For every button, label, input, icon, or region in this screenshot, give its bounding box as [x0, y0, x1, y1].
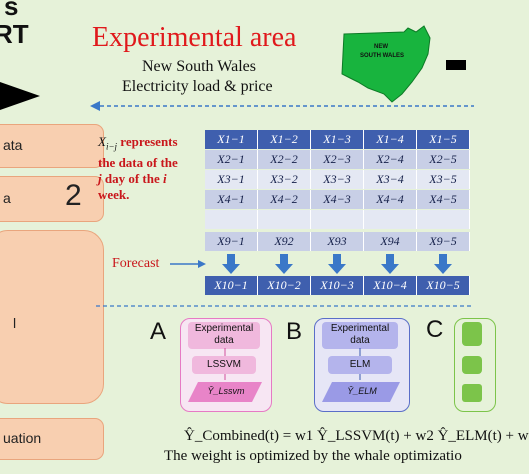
table-row: X1−1 X1−2 X1−3 X1−4 X1−5 [205, 130, 472, 149]
forecast-row: X10−1 X10−2 X10−3 X10−4 X10−5 [205, 276, 472, 295]
page-title: Experimental area [92, 22, 297, 53]
table-row: X2−1 X2−2 X2−3 X2−4 X2−5 [205, 150, 472, 169]
right-arrow-icon [446, 60, 466, 70]
region-label: New South Wales [142, 58, 256, 75]
model-a-label: A [150, 318, 167, 345]
model-a-lssvm-box: LSSVM [192, 356, 256, 374]
model-c-box-2 [462, 356, 482, 374]
forecast-arrows [222, 254, 452, 274]
side-box-model[interactable]: l [0, 230, 104, 404]
forecast-label: Forecast [112, 256, 160, 271]
down-arrow-icon [434, 254, 452, 274]
model-c-box-3 [462, 384, 482, 402]
svg-text:SOUTH WALES: SOUTH WALES [360, 53, 404, 59]
side-box-evaluation[interactable]: uation [0, 418, 104, 460]
model-b-arrows [359, 348, 361, 380]
model-c-label: C [426, 316, 444, 343]
model-a-data-box: Experimental data [188, 322, 260, 349]
model-c-box-1 [462, 322, 482, 346]
model-b-output-shape [322, 382, 400, 402]
down-arrow-icon [222, 254, 240, 274]
svg-text:NEW: NEW [374, 44, 388, 50]
down-arrow-icon [328, 254, 346, 274]
model-a-output-shape [188, 382, 262, 402]
combined-formula: Ŷ_Combined(t) = w1 Ŷ_LSSVM(t) + w2 Ŷ_ELM… [184, 428, 529, 444]
model-b-elm-box: ELM [328, 356, 392, 374]
down-arrow-icon [381, 254, 399, 274]
side-box-data[interactable]: ata [0, 124, 104, 168]
model-b-data-box: Experimental data [322, 322, 398, 349]
start-text: s RT [0, 0, 29, 49]
optimization-note: The weight is optimized by the whale opt… [164, 448, 462, 464]
side-box-step2[interactable]: a 2 [0, 176, 104, 222]
section-divider [96, 305, 474, 307]
table-row: X9−1 X92 X93 X94 X9−5 [205, 232, 472, 251]
model-b-output-label: Ŷ_ELM [347, 386, 377, 396]
table-row: X4−1 X4−2 X4−3 X4−4 X4−5 [205, 190, 472, 209]
variable-note: Xi−j represents the data of the j day of… [98, 134, 178, 202]
down-arrow-icon [275, 254, 293, 274]
nsw-map-icon: NEW SOUTH WALES [341, 25, 431, 103]
model-a-output-label: Ŷ_Lssvm [207, 386, 245, 396]
data-type-label: Electricity load & price [122, 78, 273, 95]
model-a-arrows [224, 348, 226, 380]
model-b-label: B [286, 318, 303, 345]
table-row: X3−1 X3−2 X3−3 X3−4 X3−5 [205, 170, 472, 189]
dashed-arrow-line [90, 101, 474, 111]
start-arrow-icon [0, 82, 40, 110]
forecast-arrow-icon [170, 260, 206, 268]
table-row [205, 210, 472, 229]
